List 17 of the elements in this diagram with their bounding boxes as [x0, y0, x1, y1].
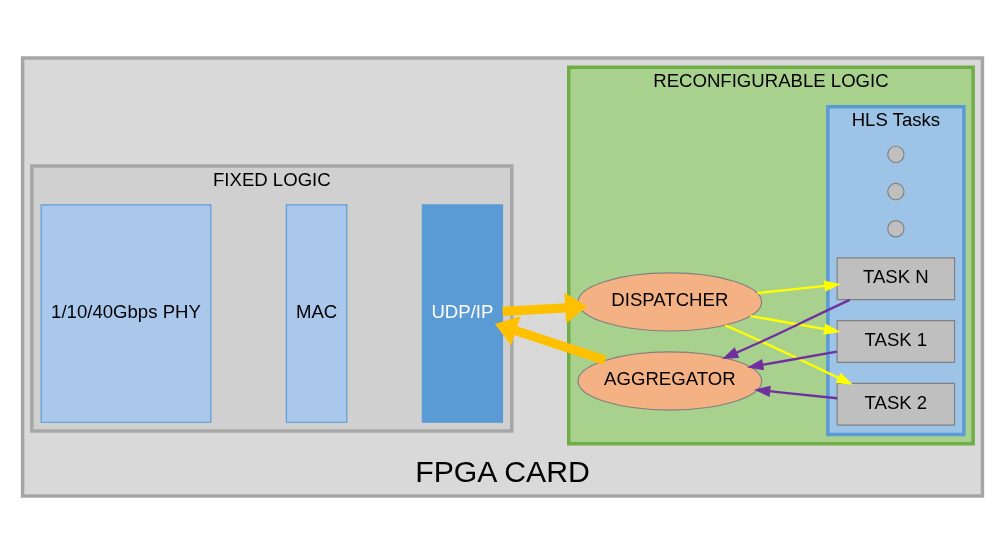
node-box: 1/10/40Gbps PHY — [40, 203, 212, 423]
node-circle — [887, 145, 905, 163]
arrow — [754, 385, 838, 399]
node-box: MAC — [285, 203, 348, 423]
node-box: UDP/IP — [421, 203, 504, 423]
node-ellipse: DISPATCHER — [577, 271, 763, 332]
node-circle — [887, 182, 905, 200]
arrow — [747, 350, 838, 370]
node-box: TASK 2 — [836, 382, 956, 426]
arrow — [750, 314, 841, 335]
arrow — [722, 298, 851, 359]
node-box: TASK 1 — [836, 319, 956, 363]
arrow — [757, 279, 841, 294]
arrow — [502, 291, 588, 323]
node-box: TASK N — [836, 256, 956, 300]
node-circle — [887, 219, 905, 237]
arrow — [724, 323, 853, 385]
